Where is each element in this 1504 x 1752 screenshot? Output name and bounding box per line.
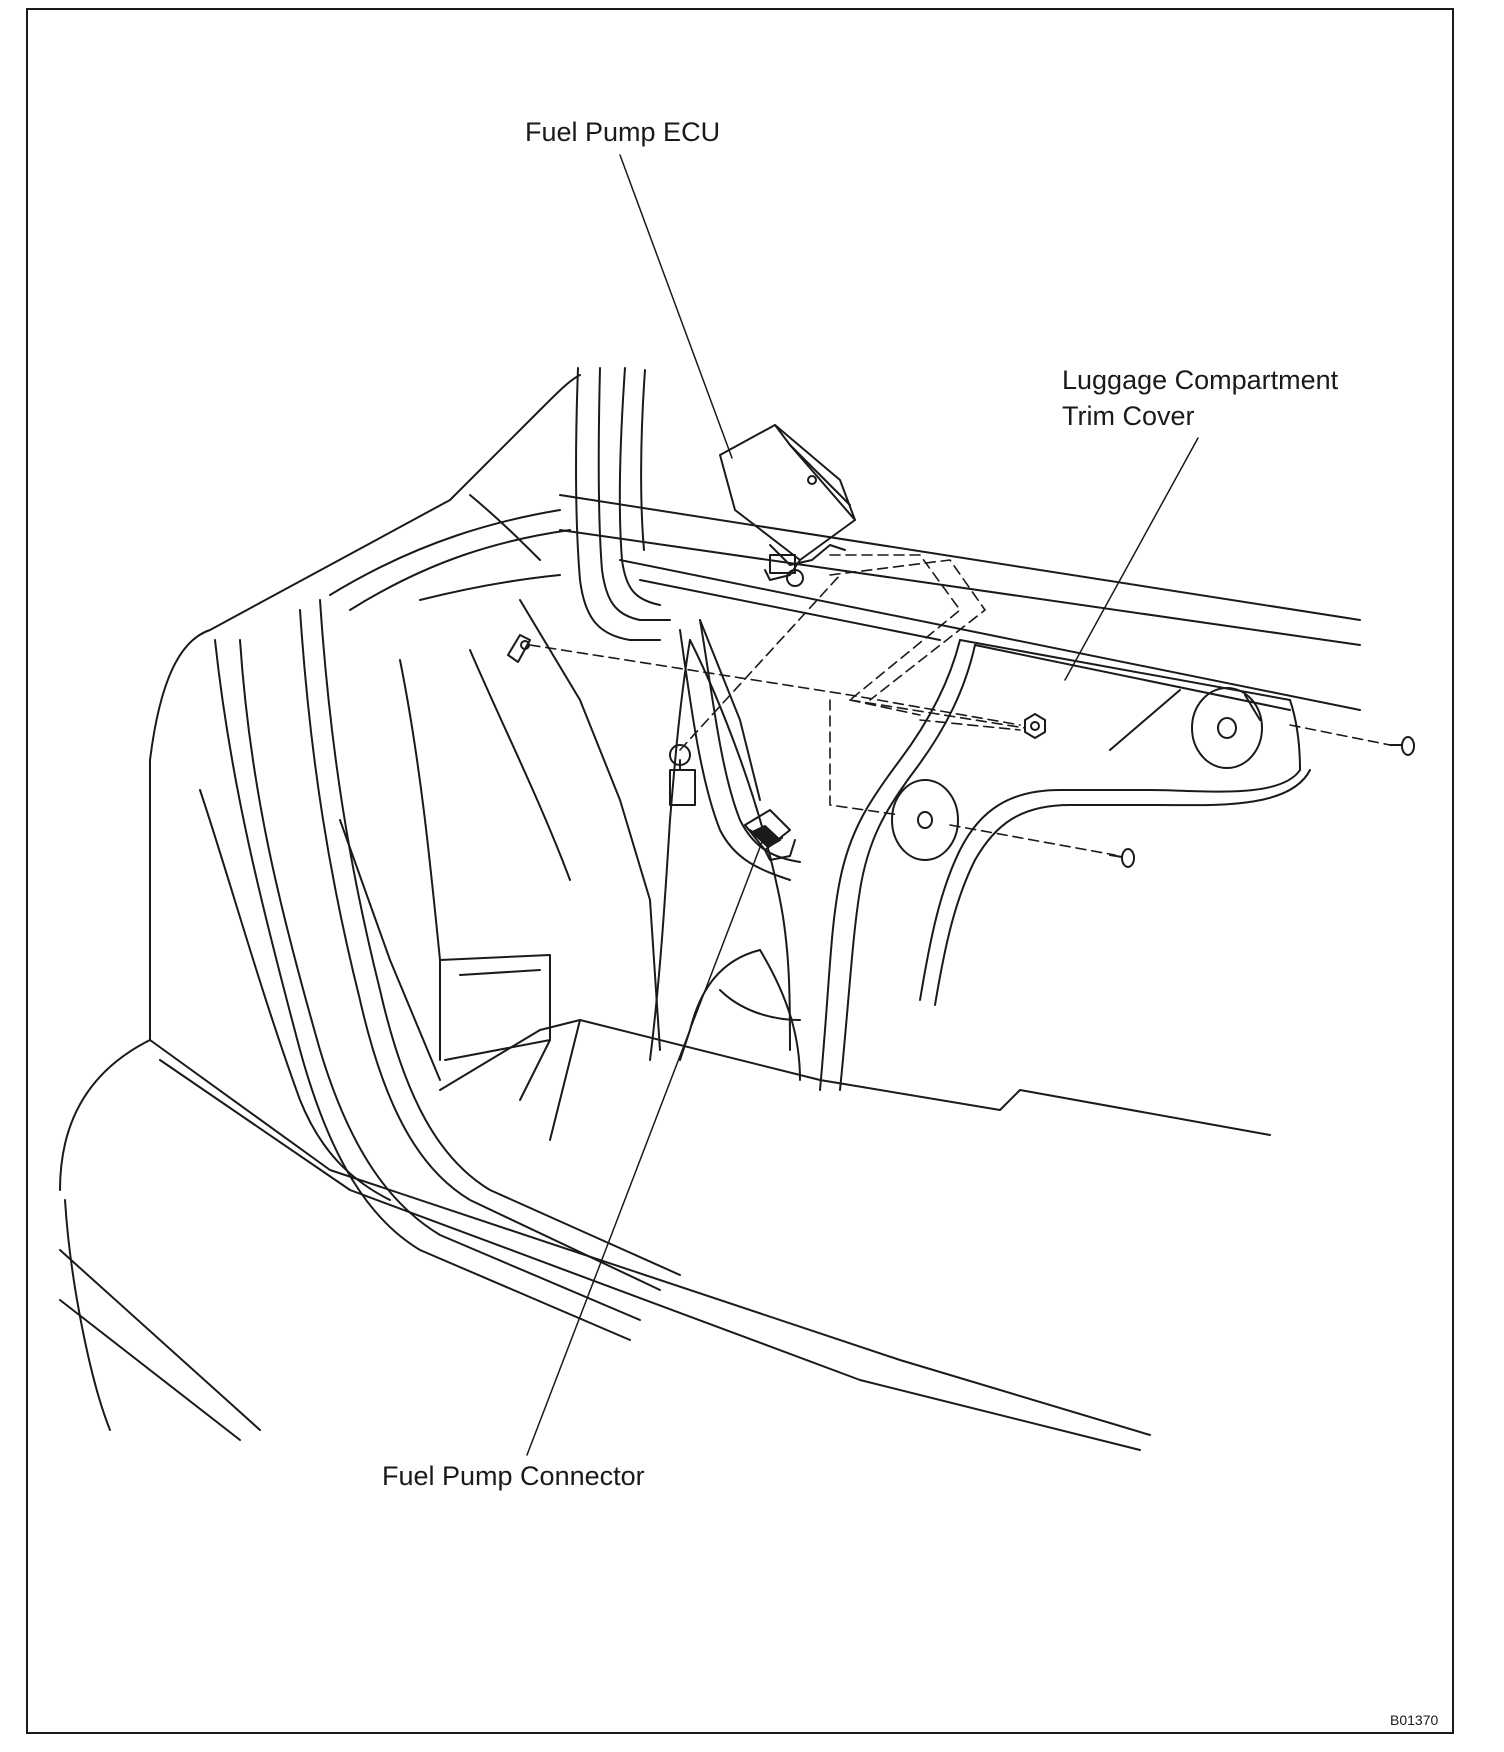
nut xyxy=(1024,713,1046,739)
quarter-clip xyxy=(507,634,531,663)
label-trim-cover-line2: Trim Cover xyxy=(1062,401,1195,431)
floor-mat xyxy=(439,949,1271,1141)
screw-right xyxy=(1389,736,1415,756)
figure-code: B01370 xyxy=(1390,1712,1439,1728)
fuel-pump-connector xyxy=(744,809,796,861)
trunk-opening-frame xyxy=(199,509,681,1341)
fuel-pump-ecu-unit xyxy=(719,424,856,587)
screw-lower xyxy=(1109,848,1135,868)
label-fuel-pump-connector: Fuel Pump Connector xyxy=(382,1461,645,1491)
harness-clip xyxy=(669,744,696,806)
leader-line-connector xyxy=(526,841,763,1456)
rear-body-outline xyxy=(59,374,1151,1451)
leader-line-ecu xyxy=(619,154,733,459)
parcel-shelf-rails xyxy=(559,494,1361,711)
assembly-guide-lines xyxy=(529,554,1391,856)
c-pillar-tubes xyxy=(574,367,671,641)
figure-frame xyxy=(26,8,1454,1734)
label-trim-cover-line1: Luggage Compartment xyxy=(1062,365,1339,395)
inner-quarter-panel xyxy=(399,574,791,1061)
leader-line-trim-cover xyxy=(1064,437,1199,681)
label-fuel-pump-ecu: Fuel Pump ECU xyxy=(525,117,721,147)
trim-cover-panel xyxy=(819,639,1311,1091)
